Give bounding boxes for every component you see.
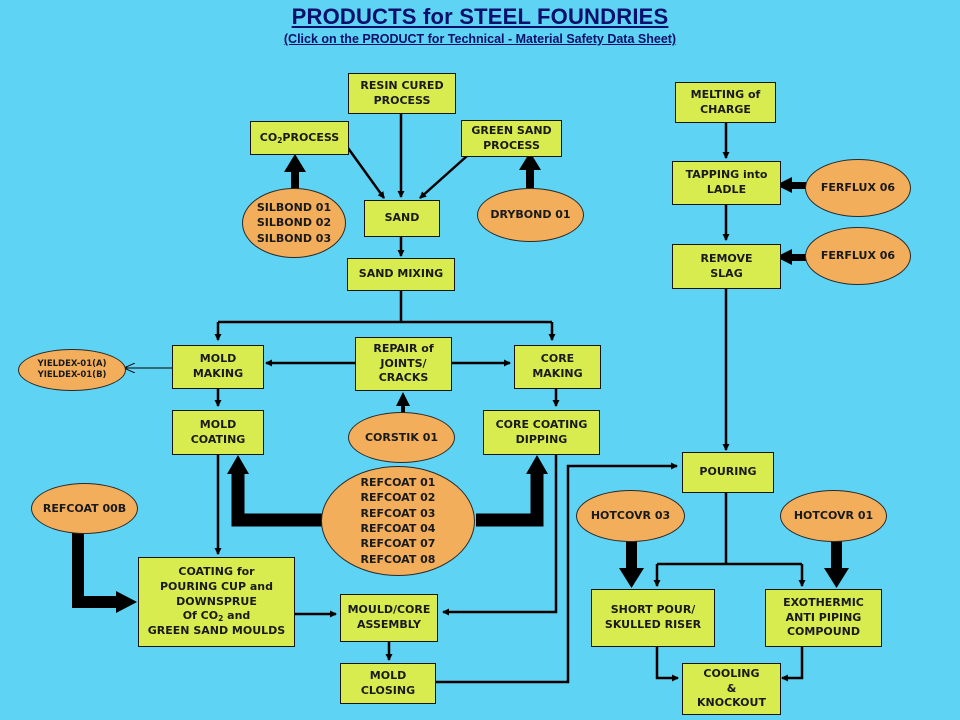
product-arrows: [284, 152, 849, 588]
pouring-box: POURING: [682, 452, 774, 493]
core-coating-dipping-box: CORE COATING DIPPING: [483, 410, 600, 455]
sand-box: SAND: [364, 200, 440, 237]
hotcovr-03-product[interactable]: HOTCOVR 03: [576, 490, 685, 542]
process-arrows: [214, 113, 806, 684]
short-pour-skulled-riser-box: SHORT POUR/ SKULLED RISER: [591, 589, 715, 647]
co2-process-box: CO2PROCESS: [250, 121, 349, 155]
refcoat-00b-product[interactable]: REFCOAT 00B: [31, 483, 138, 534]
mold-coating-box: MOLD COATING: [172, 410, 264, 455]
cooling-knockout-box: COOLING & KNOCKOUT: [682, 663, 781, 715]
exothermic-anti-piping-box: EXOTHERMIC ANTI PIPING COMPOUND: [765, 589, 882, 647]
green-sand-process-box: GREEN SAND PROCESS: [461, 120, 562, 157]
hotcovr-01-product[interactable]: HOTCOVR 01: [780, 490, 887, 542]
yieldex-product[interactable]: YIELDEX-01(A) YIELDEX-01(B): [18, 349, 126, 391]
page-subtitle: (Click on the PRODUCT for Technical - Ma…: [283, 32, 677, 46]
ferflux-slag-product[interactable]: FERFLUX 06: [805, 227, 911, 285]
corstik-product[interactable]: CORSTIK 01: [348, 412, 455, 463]
remove-slag-box: REMOVE SLAG: [672, 244, 781, 289]
core-making-box: CORE MAKING: [514, 345, 601, 389]
drybond-product[interactable]: DRYBOND 01: [477, 188, 584, 242]
melting-charge-box: MELTING of CHARGE: [675, 82, 776, 123]
coating-pouring-cup-box: COATING for POURING CUP and DOWNSPRUE Of…: [138, 557, 295, 647]
mold-closing-box: MOLD CLOSING: [340, 663, 436, 704]
page-header: PRODUCTS for STEEL FOUNDRIES (Click on t…: [0, 4, 960, 46]
tapping-ladle-box: TAPPING into LADLE: [672, 161, 781, 205]
mould-core-assembly-box: MOULD/CORE ASSEMBLY: [340, 594, 438, 642]
silbond-product[interactable]: SILBOND 01 SILBOND 02 SILBOND 03: [242, 188, 346, 258]
sand-mixing-box: SAND MIXING: [347, 258, 455, 291]
refcoat-series-product[interactable]: REFCOAT 01 REFCOAT 02 REFCOAT 03 REFCOAT…: [321, 466, 475, 576]
mold-making-box: MOLD MAKING: [172, 345, 264, 389]
page-title: PRODUCTS for STEEL FOUNDRIES: [291, 4, 669, 29]
resin-cured-process-box: RESIN CURED PROCESS: [348, 73, 456, 114]
ferflux-tapping-product[interactable]: FERFLUX 06: [805, 159, 911, 217]
repair-joints-cracks-box: REPAIR of JOINTS/ CRACKS: [355, 337, 452, 391]
refcoat-thick-arrows: [72, 470, 544, 608]
